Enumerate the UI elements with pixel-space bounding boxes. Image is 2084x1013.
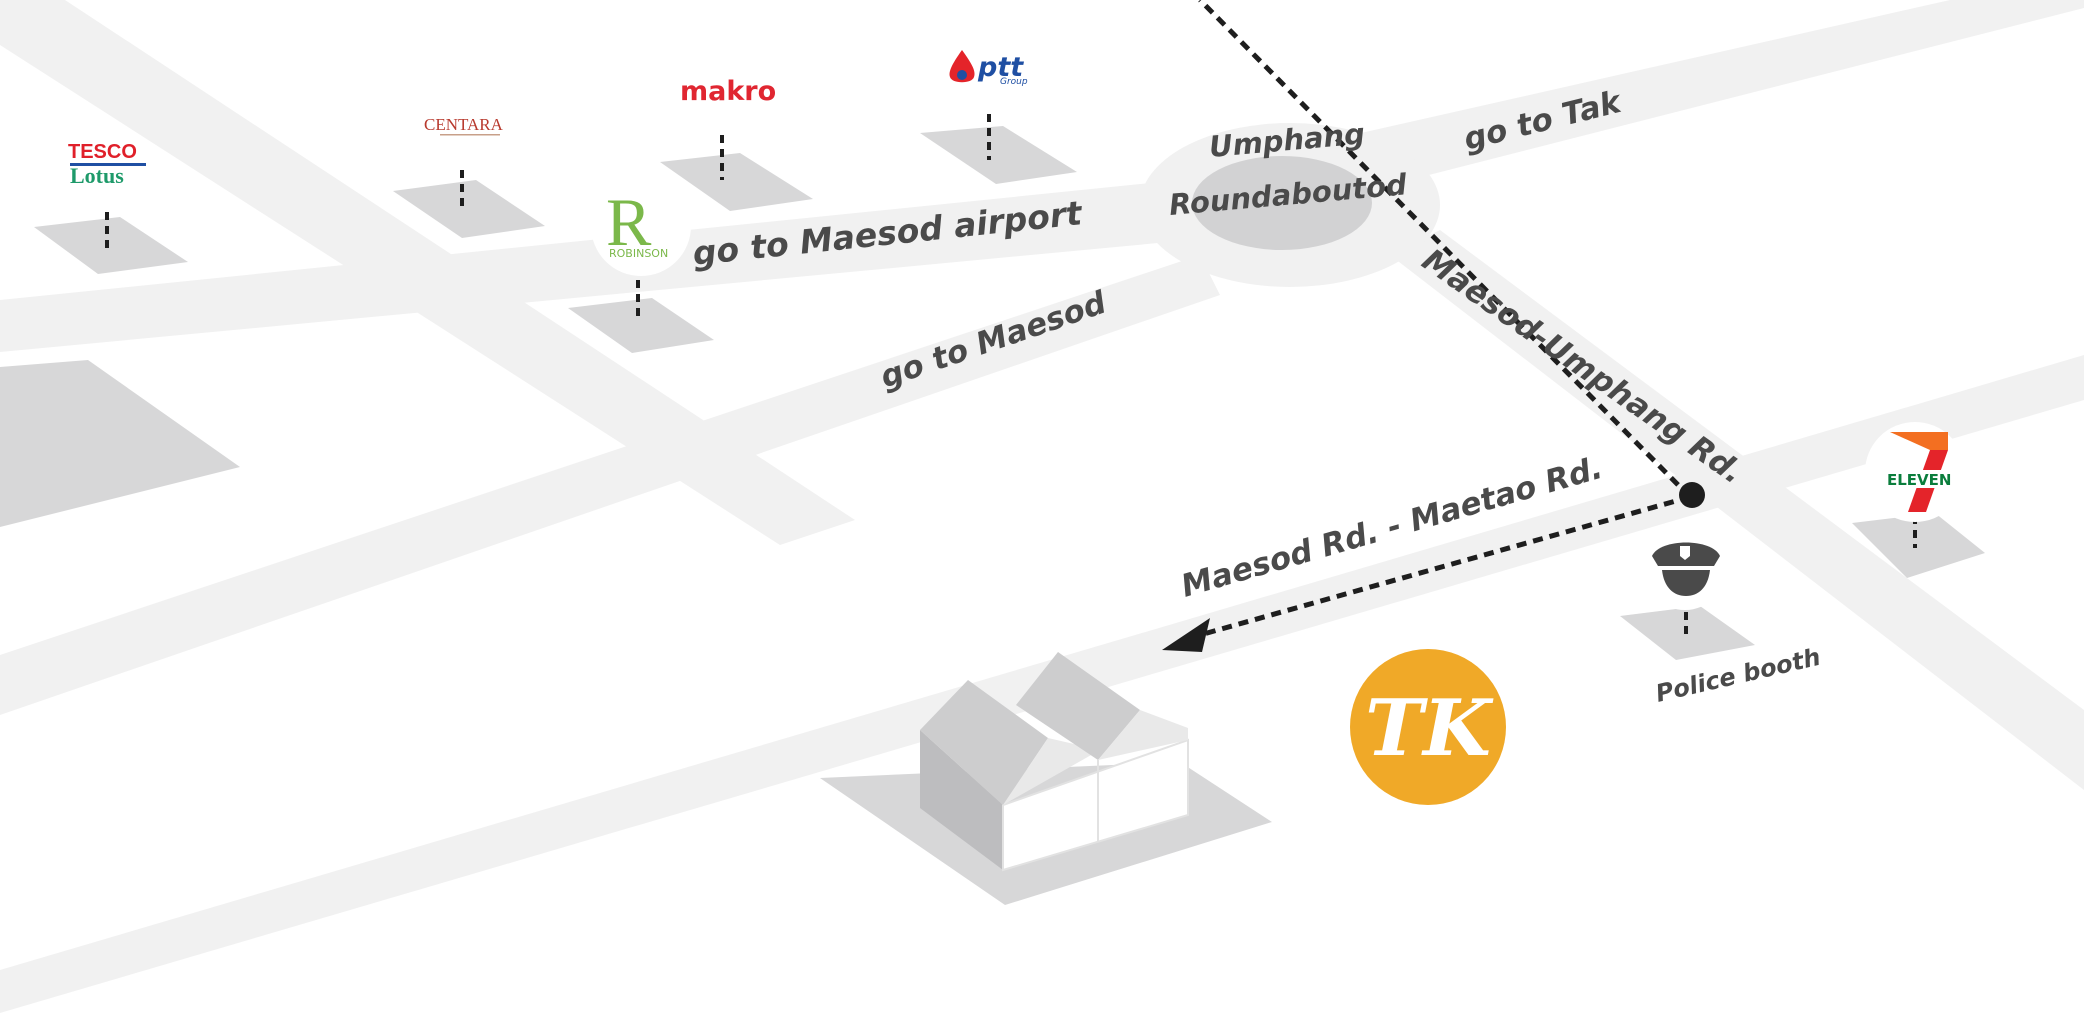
roundabout-island [1192, 156, 1372, 250]
block-robinson [568, 298, 714, 353]
robinson-r-icon: R [606, 184, 652, 260]
block-seven [1852, 513, 1985, 578]
house-building [920, 652, 1189, 872]
block-centara [393, 180, 545, 238]
ptt-text: ptt [977, 52, 1024, 83]
tk-brand-logo: TK [1350, 649, 1506, 805]
road-airport [0, 180, 1190, 352]
route-start-dot [1679, 482, 1705, 508]
tesco-text: TESCO [68, 141, 137, 163]
road-maesod [0, 255, 1220, 715]
block-makro [660, 153, 813, 211]
lotus-text: Lotus [70, 163, 124, 188]
block-tesco [34, 217, 188, 274]
road-tak [1330, 0, 2084, 190]
police-icon [1643, 526, 1727, 610]
tk-brand-text: TK [1365, 683, 1494, 774]
marker-posts [105, 114, 1917, 640]
route-arrowhead [1162, 618, 1210, 652]
centara-text: CENTARA [424, 115, 504, 134]
block-ptt [920, 126, 1077, 184]
ptt-group-text: Group [1000, 77, 1028, 87]
block-large-left [0, 360, 240, 527]
seven-eleven-text: ELEVEN [1887, 471, 1951, 489]
ptt-logo: ptt Group [949, 50, 1028, 87]
tesco-lotus-logo: TESCO Lotus [68, 141, 146, 188]
ptt-flame-icon [949, 50, 975, 83]
robinson-text: ROBINSON [609, 247, 668, 260]
robinson-logo: R ROBINSON [591, 176, 691, 276]
seven-eleven-logo: ELEVEN [1865, 422, 1965, 522]
makro-logo: makro [680, 76, 776, 107]
centara-logo: CENTARA [424, 115, 504, 136]
route-arrow [1162, 0, 1705, 652]
